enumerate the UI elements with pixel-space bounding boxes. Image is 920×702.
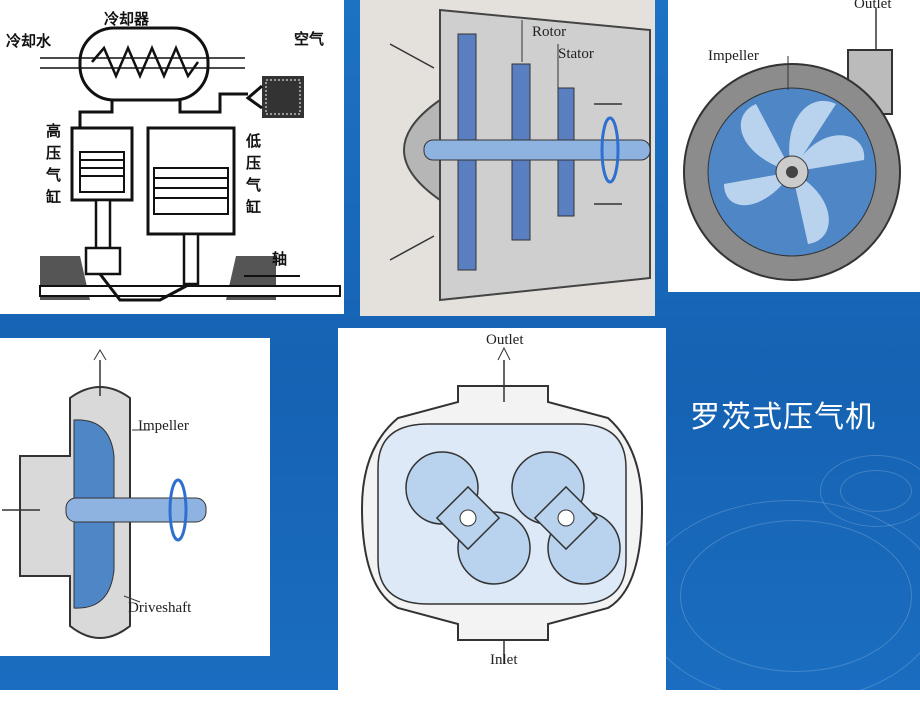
outlet-label: Outlet (854, 0, 892, 12)
driveshaft-label: Driveshaft (128, 600, 192, 616)
ripple-decoration (640, 500, 920, 702)
slide-title: 罗茨式压气机 (690, 400, 876, 435)
lp-cylinder-char-1: 压 (246, 154, 261, 172)
roots-blower-diagram: Outlet Inlet (338, 328, 666, 690)
inlet-label: Inlet (490, 652, 518, 668)
shaft-label: 轴 (272, 250, 287, 268)
impeller-label: Impeller (708, 48, 759, 64)
hp-cylinder-char-3: 缸 (46, 188, 61, 206)
lp-cylinder-char-0: 低 (245, 132, 261, 150)
hp-cylinder-char-0: 高 (46, 122, 61, 140)
air-label: 空气 (294, 30, 324, 48)
centrifugal-compressor-diagram: Outlet Impeller (668, 0, 920, 292)
outlet-label: Outlet (486, 332, 524, 348)
cooler-label: 冷却器 (104, 10, 150, 28)
rotor-label: Rotor (532, 24, 566, 40)
hp-cylinder-char-2: 气 (45, 166, 61, 184)
lp-cylinder-char-2: 气 (245, 176, 261, 194)
radial-compressor-diagram: Impeller Driveshaft (0, 338, 270, 656)
lp-cylinder-char-3: 缸 (246, 198, 261, 216)
stator-label: Stator (558, 46, 594, 62)
two-stage-compressor-diagram: 冷却器 冷却水 空气 高 压 气 缸 低 压 气 缸 轴 (0, 0, 344, 314)
hp-cylinder-char-1: 压 (46, 144, 61, 162)
impeller-label: Impeller (138, 418, 189, 434)
axial-compressor-diagram: Rotor Stator (360, 0, 655, 316)
cooling-water-label: 冷却水 (6, 32, 52, 50)
